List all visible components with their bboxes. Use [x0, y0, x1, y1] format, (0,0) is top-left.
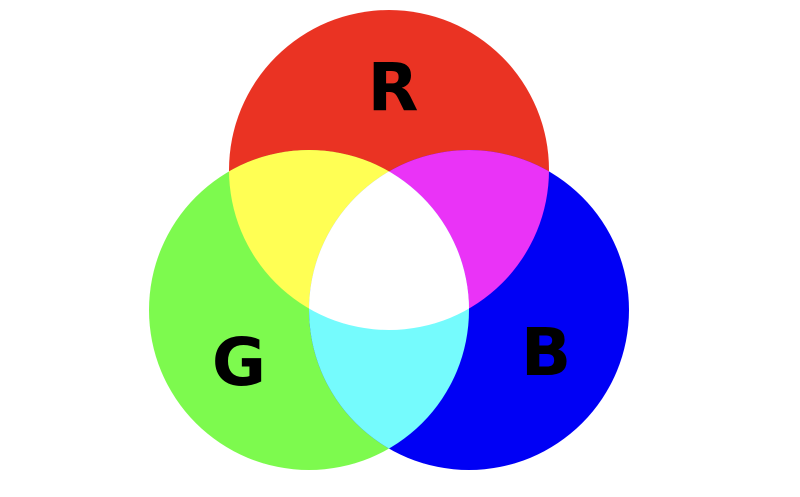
green-label: G — [212, 324, 266, 401]
center-white-overlap — [309, 150, 469, 330]
red-label: R — [368, 49, 419, 126]
blue-label: B — [521, 314, 571, 391]
